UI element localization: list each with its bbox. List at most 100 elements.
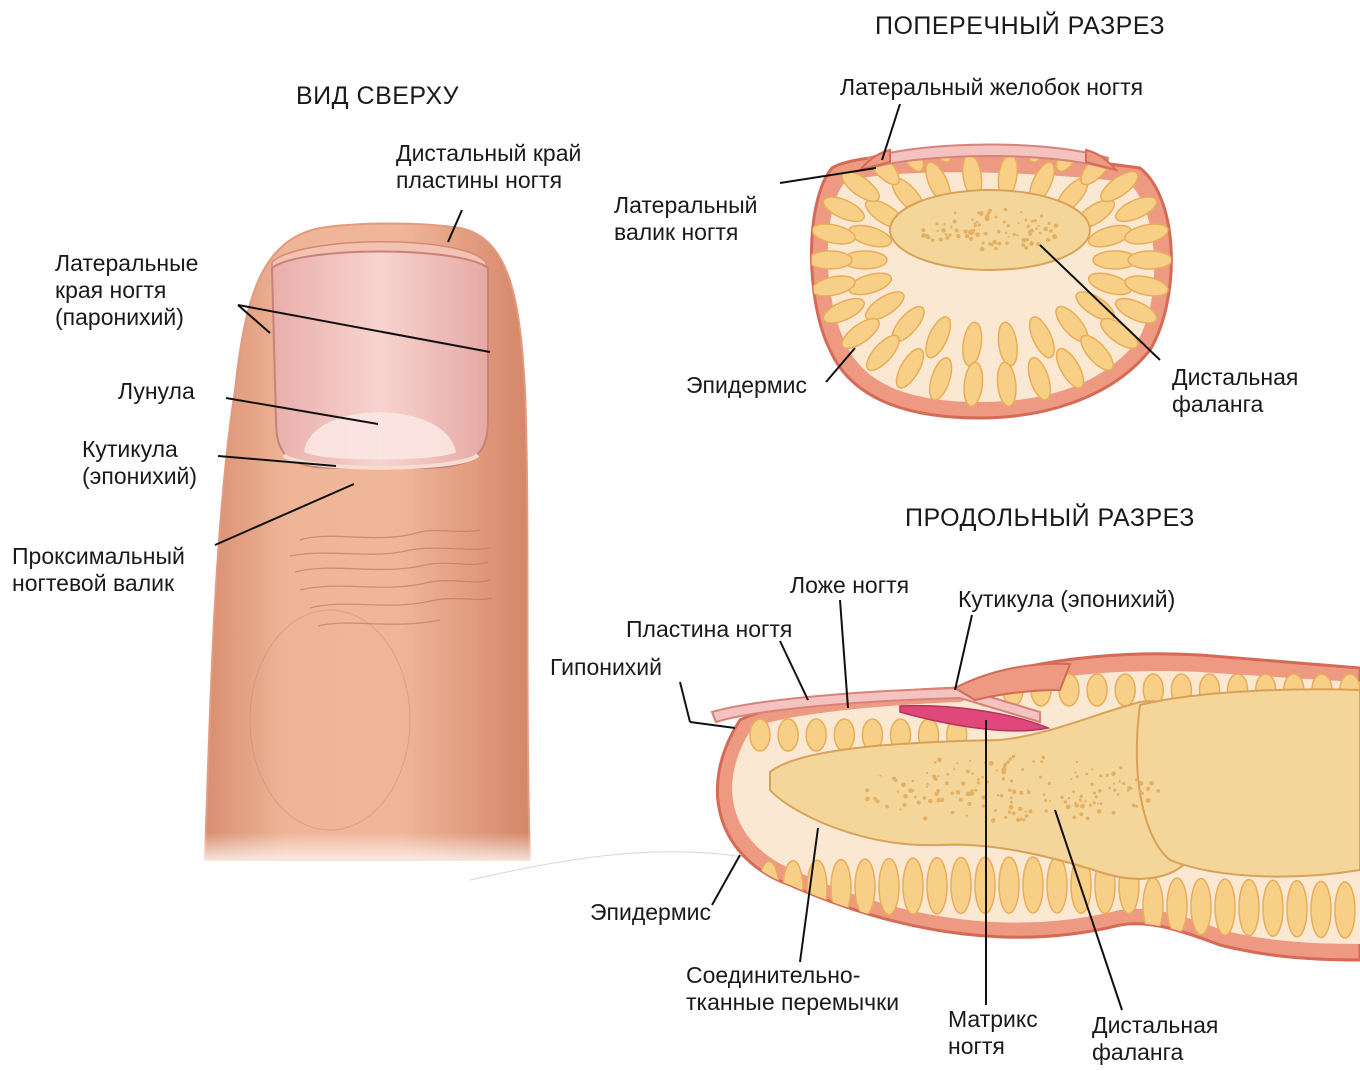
bone-speckle [1035, 227, 1038, 230]
bone-speckle [1054, 224, 1059, 229]
bone-speckle [1097, 803, 1099, 805]
bone-speckle [903, 794, 908, 799]
bone-speckle [996, 769, 998, 771]
label-epidermis-cross: Эпидермис [686, 372, 807, 399]
fat-lobule [1263, 880, 1283, 936]
label-hyponychium: Гипонихий [550, 654, 662, 681]
bone-speckle [1066, 804, 1071, 809]
bone-speckle [1039, 232, 1042, 235]
bone-speckle [1146, 798, 1151, 803]
bone-speckle [1146, 787, 1150, 791]
bone-speckle [1141, 792, 1144, 795]
bone-speckle [969, 237, 973, 241]
fat-lobule [1128, 251, 1172, 269]
bone-speckle [1013, 233, 1016, 236]
bone-speckle [1020, 819, 1022, 821]
label-matrix: Матрикс ногтя [948, 1006, 1038, 1060]
bone-speckle [994, 216, 997, 219]
bone-speckle [1091, 768, 1093, 770]
longitudinal-section [712, 654, 1360, 960]
bone-speckle [997, 794, 999, 796]
bone-speckle [1040, 760, 1043, 763]
bone-speckle [991, 818, 996, 823]
bone-speckle [1106, 774, 1109, 777]
fat-lobule [778, 719, 798, 751]
bone-speckle [1019, 807, 1022, 810]
bone-speckle [1084, 800, 1086, 802]
fat-lobule [808, 251, 852, 269]
middle-phalanx [1137, 689, 1360, 876]
bone-speckle [926, 235, 930, 239]
label-proximal-fold: Проксимальный ногтевой валик [12, 543, 185, 597]
bone-speckle [1010, 779, 1013, 782]
bone-speckle [997, 230, 1001, 234]
bone-speckle [966, 769, 970, 773]
bone-speckle [986, 213, 990, 217]
bone-speckle [1119, 780, 1121, 782]
bone-speckle [1030, 229, 1034, 233]
bone-speckle [1085, 773, 1088, 776]
bone-speckle [1022, 238, 1027, 243]
label-lateral-groove: Латеральный желобок ногтя [840, 74, 1143, 101]
bone-speckle [1111, 772, 1116, 777]
bone-speckle [926, 786, 928, 788]
bone-speckle [1024, 219, 1027, 222]
label-cuticle-long: Кутикула (эпонихий) [958, 586, 1175, 613]
title-longitudinal-section: ПРОДОЛЬНЫЙ РАЗРЕЗ [905, 504, 1195, 532]
bone-speckle [981, 776, 984, 779]
bone-speckle [934, 777, 938, 781]
bone-speckle [1004, 208, 1008, 212]
bone-speckle [1068, 797, 1070, 799]
bone-speckle [1079, 812, 1083, 816]
fat-lobule [1335, 882, 1355, 938]
bone-speckle [1029, 233, 1032, 236]
fat-lobule [879, 859, 899, 915]
bone-speckle [971, 772, 974, 775]
bone-speckle [966, 814, 968, 816]
bone-speckle [974, 224, 977, 227]
bone-speckle [1080, 795, 1083, 798]
fat-lobule [927, 858, 947, 914]
bone-speckle [982, 241, 985, 244]
label-nail-plate: Пластина ногтя [626, 616, 792, 643]
bone-speckle [903, 803, 907, 807]
bone-speckle [1042, 756, 1046, 760]
bone-speckle [1018, 222, 1020, 224]
bone-speckle [1149, 781, 1154, 786]
fat-lobule [1239, 880, 1259, 936]
bone-speckle [1127, 790, 1129, 792]
cross-distal-phalanx [890, 190, 1090, 270]
bone-speckle [1008, 810, 1012, 814]
bone-speckle [988, 209, 992, 213]
bone-speckle [1130, 787, 1132, 789]
bone-speckle [1009, 757, 1013, 761]
bone-speckle [1049, 229, 1052, 232]
bone-speckle [1016, 234, 1018, 236]
bone-speckle [937, 758, 942, 763]
bone-speckle [1010, 801, 1013, 804]
bone-speckle [865, 788, 869, 792]
fat-lobule [1167, 878, 1187, 934]
fat-lobule [735, 862, 755, 918]
label-septa: Соединительно- тканные перемычки [686, 962, 899, 1016]
bone-speckle [956, 234, 960, 238]
bone-speckle [1097, 809, 1102, 814]
bone-speckle [1090, 783, 1093, 786]
bone-speckle [1025, 811, 1027, 813]
bone-speckle [1004, 816, 1007, 819]
bone-speckle [1089, 804, 1092, 807]
fat-lobule [831, 860, 851, 916]
bone-speckle [1074, 771, 1076, 773]
bone-speckle [977, 781, 980, 784]
bone-speckle [921, 228, 925, 232]
fat-lobule [1191, 879, 1211, 935]
fat-lobule [1215, 879, 1235, 935]
bone-speckle [1010, 796, 1013, 799]
bone-speckle [1139, 781, 1144, 786]
bone-speckle [951, 792, 954, 795]
bone-speckle [914, 796, 917, 799]
fat-lobule [783, 861, 803, 917]
bone-speckle [1034, 219, 1037, 222]
bone-speckle [953, 768, 955, 770]
bone-speckle [1002, 777, 1005, 780]
